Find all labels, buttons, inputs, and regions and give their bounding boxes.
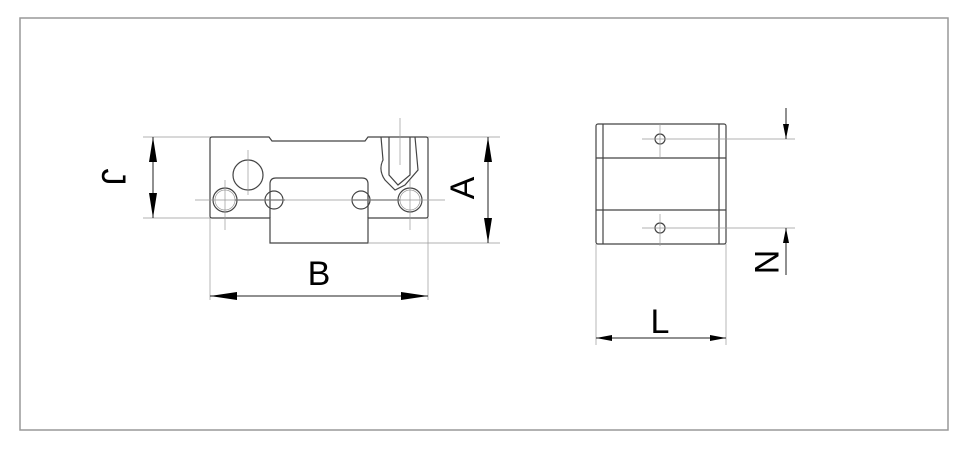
dimension-label-l: L <box>651 303 670 341</box>
dimension-label-a: A <box>444 176 482 199</box>
dimension-label-j: J <box>94 169 132 186</box>
rail-channel <box>269 177 369 218</box>
centerlines-side <box>595 124 795 345</box>
grease-nipple-inner <box>388 137 411 186</box>
block-outline <box>595 123 727 245</box>
side-view: N L <box>595 108 795 345</box>
dimension-j: J <box>94 137 157 218</box>
dimension-a: A <box>444 137 492 243</box>
carriage-outline <box>209 136 429 244</box>
dimension-b: B <box>210 255 428 300</box>
front-view: J A B <box>94 118 500 300</box>
grease-nipple <box>380 136 419 191</box>
drawing-frame <box>19 17 949 431</box>
dimension-l: L <box>596 303 726 341</box>
dimension-n: N <box>747 108 789 275</box>
centerlines-front <box>143 118 500 300</box>
dimension-label-b: B <box>308 255 331 293</box>
dimension-label-n: N <box>747 250 785 275</box>
